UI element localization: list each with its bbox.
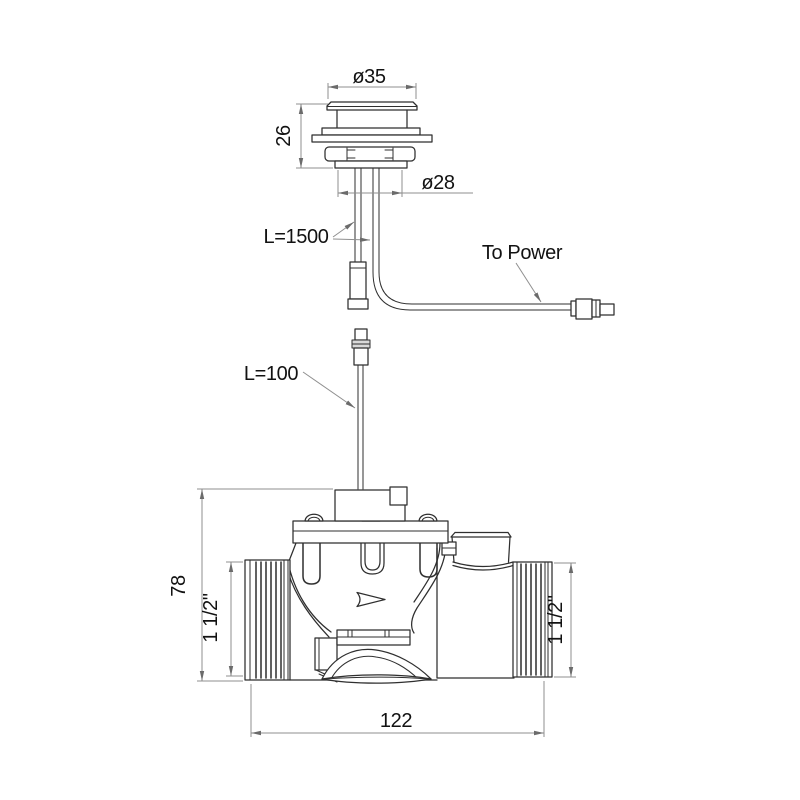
- leader-valve-cable: [302, 371, 356, 409]
- outlet-port-faces: [516, 561, 549, 678]
- label-valve-length: 122: [380, 710, 412, 732]
- dimension-lines: [197, 83, 576, 737]
- label-shank-diameter: ø28: [421, 172, 455, 194]
- flange-tab-left: [302, 542, 321, 585]
- flange-tab-right: [419, 542, 438, 578]
- label-outlet-thread: 1 1/2": [545, 595, 567, 644]
- label-inlet-thread: 1 1/2": [200, 593, 222, 642]
- label-cable-length-button: L=1500: [264, 226, 329, 248]
- hex-locknut-facets: [346, 147, 394, 161]
- outlet-port-threads: [520, 563, 542, 676]
- solenoid-box-step: [389, 486, 408, 506]
- leader-to-power: [515, 262, 542, 303]
- label-mount-height: 26: [273, 125, 295, 147]
- flange-bolt-right-inner: [421, 516, 435, 522]
- power-connector-tip: [599, 303, 615, 316]
- inline-connector-cap: [347, 298, 369, 310]
- bonnet-flange: [292, 520, 449, 544]
- button-stem: [336, 109, 408, 129]
- label-to-power: To Power: [482, 242, 563, 264]
- outlet-sweep: [321, 648, 432, 680]
- flow-arrow: [356, 591, 386, 608]
- valve-plug-connector: [351, 328, 371, 366]
- flange-bolt-left-inner: [307, 516, 321, 522]
- inlet-port: [244, 559, 291, 681]
- body-right-wall: [410, 542, 447, 634]
- leader-cable-length-lower: [332, 237, 371, 242]
- valve-cable: [357, 364, 364, 490]
- button-washer-upper: [321, 127, 421, 136]
- diaphragm-plate-lines: [336, 629, 411, 638]
- power-connector: [570, 298, 615, 320]
- power-connector-body: [575, 298, 593, 320]
- outlet-chamber-cover: [450, 531, 512, 538]
- plunger-guide: [360, 542, 385, 575]
- body-left-wall: [287, 542, 332, 638]
- label-valve-height: 78: [168, 575, 190, 597]
- power-connector-ring: [570, 300, 577, 317]
- label-cable-length-valve: L=100: [244, 363, 298, 385]
- valve-plug-tip: [354, 328, 368, 341]
- button-shank: [334, 160, 408, 169]
- inlet-port-threads: [255, 561, 282, 679]
- cables: [354, 167, 572, 490]
- leader-cable-length-upper: [332, 221, 355, 238]
- hex-locknut: [324, 146, 416, 162]
- outlet-base-line: [325, 676, 429, 680]
- annotation-labels: ø35 26 ø28 L=1500 To Power L=100 78 1 1/…: [168, 66, 567, 732]
- valve-plug-body: [353, 347, 369, 366]
- dim-inlet-thread-ext: [226, 561, 243, 677]
- outlet-chamber-top-curve: [451, 536, 514, 571]
- body-left-step: [314, 637, 338, 671]
- button-cable-power: [372, 167, 572, 311]
- inlet-port-faces: [249, 559, 289, 681]
- dim-valve-length-ext: [250, 681, 545, 737]
- button-cable-short: [354, 167, 362, 263]
- button-washer-lower: [311, 134, 433, 143]
- push-button-assembly: [311, 101, 433, 169]
- outlet-sweep-inner: [330, 655, 419, 680]
- label-cap-diameter: ø35: [352, 66, 386, 88]
- dim-valve-height-ext: [197, 488, 333, 682]
- inline-connector: [347, 261, 369, 310]
- solenoid-valve: [244, 486, 553, 684]
